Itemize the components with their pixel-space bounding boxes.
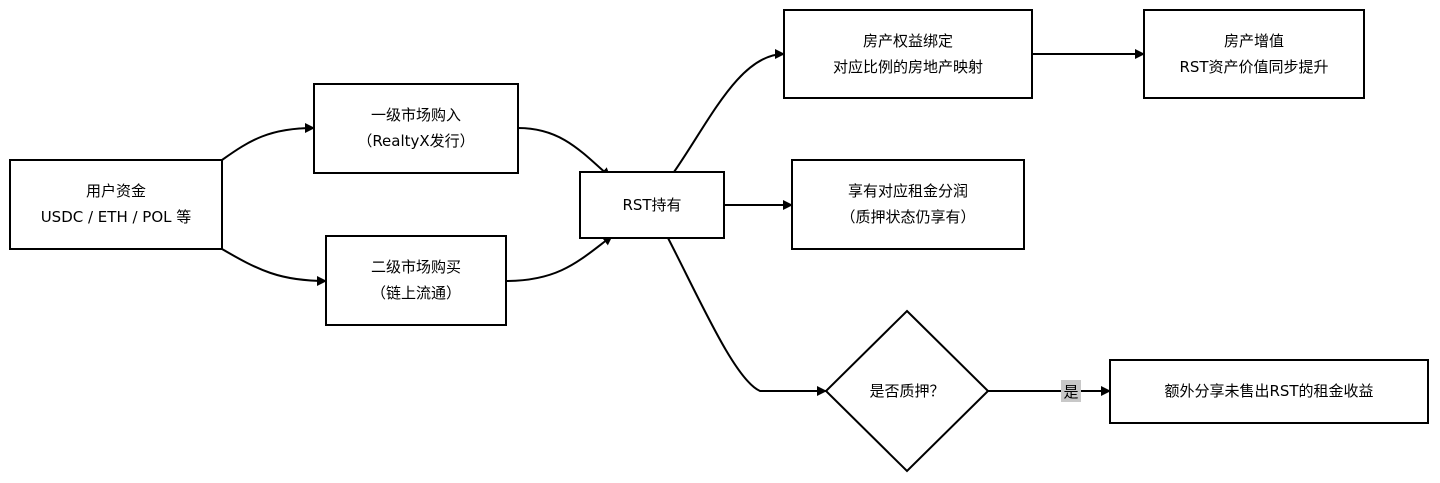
node-staked-decision-diamond bbox=[824, 309, 990, 473]
node-rst-holding[interactable]: RST持有 bbox=[579, 171, 725, 239]
edge-label-yes-text: 是 bbox=[1063, 383, 1078, 401]
node-property-rights-box bbox=[783, 9, 1033, 99]
edge-rst-to-property-rights bbox=[673, 49, 785, 173]
node-property-rights-line1: 房产权益绑定 bbox=[863, 32, 953, 50]
node-primary-market-box bbox=[313, 83, 519, 174]
node-user-funds[interactable]: 用户资金 USDC / ETH / POL 等 bbox=[9, 159, 223, 250]
edge-secondary-market-to-rst bbox=[505, 235, 613, 282]
node-primary-market-line1: 一级市场购入 bbox=[371, 106, 461, 124]
node-extra-rent[interactable]: 额外分享未售出RST的租金收益 bbox=[1109, 359, 1429, 424]
node-property-appreciation[interactable]: 房产增值 RST资产价值同步提升 bbox=[1143, 9, 1365, 99]
edge-user-funds-to-secondary-market bbox=[221, 248, 327, 286]
node-secondary-market-line1: 二级市场购买 bbox=[371, 258, 461, 276]
node-primary-market-line2: （RealtyX发行） bbox=[357, 132, 474, 150]
edge-user-funds-to-primary-market bbox=[221, 123, 315, 161]
node-property-rights[interactable]: 房产权益绑定 对应比例的房地产映射 bbox=[783, 9, 1033, 99]
node-secondary-market-line2: （链上流通） bbox=[371, 284, 461, 302]
edge-label-yes: 是 bbox=[1061, 380, 1081, 402]
node-staked-decision-label: 是否质押？ bbox=[869, 382, 944, 400]
node-user-funds-line2: USDC / ETH / POL 等 bbox=[41, 208, 192, 226]
node-property-appreciation-line2: RST资产价值同步提升 bbox=[1179, 58, 1328, 76]
node-secondary-market[interactable]: 二级市场购买 （链上流通） bbox=[325, 235, 507, 326]
node-user-funds-line1: 用户资金 bbox=[86, 182, 146, 200]
node-rent-share-box bbox=[791, 159, 1025, 250]
edges bbox=[221, 49, 1145, 396]
node-rst-holding-box bbox=[579, 171, 725, 239]
node-extra-rent-box bbox=[1109, 359, 1429, 424]
node-property-rights-line2: 对应比例的房地产映射 bbox=[833, 58, 983, 76]
node-property-appreciation-box bbox=[1143, 9, 1365, 99]
node-staked-decision[interactable]: 是否质押？ bbox=[824, 309, 990, 473]
node-rent-share-line2: （质押状态仍享有） bbox=[840, 208, 975, 226]
node-rent-share[interactable]: 享有对应租金分润 （质押状态仍享有） bbox=[791, 159, 1025, 250]
edge-primary-market-to-rst bbox=[517, 127, 611, 178]
edge-label-yes-background bbox=[1061, 380, 1081, 402]
node-rent-share-line1: 享有对应租金分润 bbox=[848, 182, 968, 200]
node-extra-rent-label: 额外分享未售出RST的租金收益 bbox=[1164, 382, 1373, 400]
node-rst-holding-label: RST持有 bbox=[622, 196, 681, 214]
edge-rst-to-staked-decision bbox=[667, 237, 827, 396]
node-property-appreciation-line1: 房产增值 bbox=[1224, 32, 1284, 50]
node-secondary-market-box bbox=[325, 235, 507, 326]
node-user-funds-box bbox=[9, 159, 223, 250]
node-primary-market[interactable]: 一级市场购入 （RealtyX发行） bbox=[313, 83, 519, 174]
